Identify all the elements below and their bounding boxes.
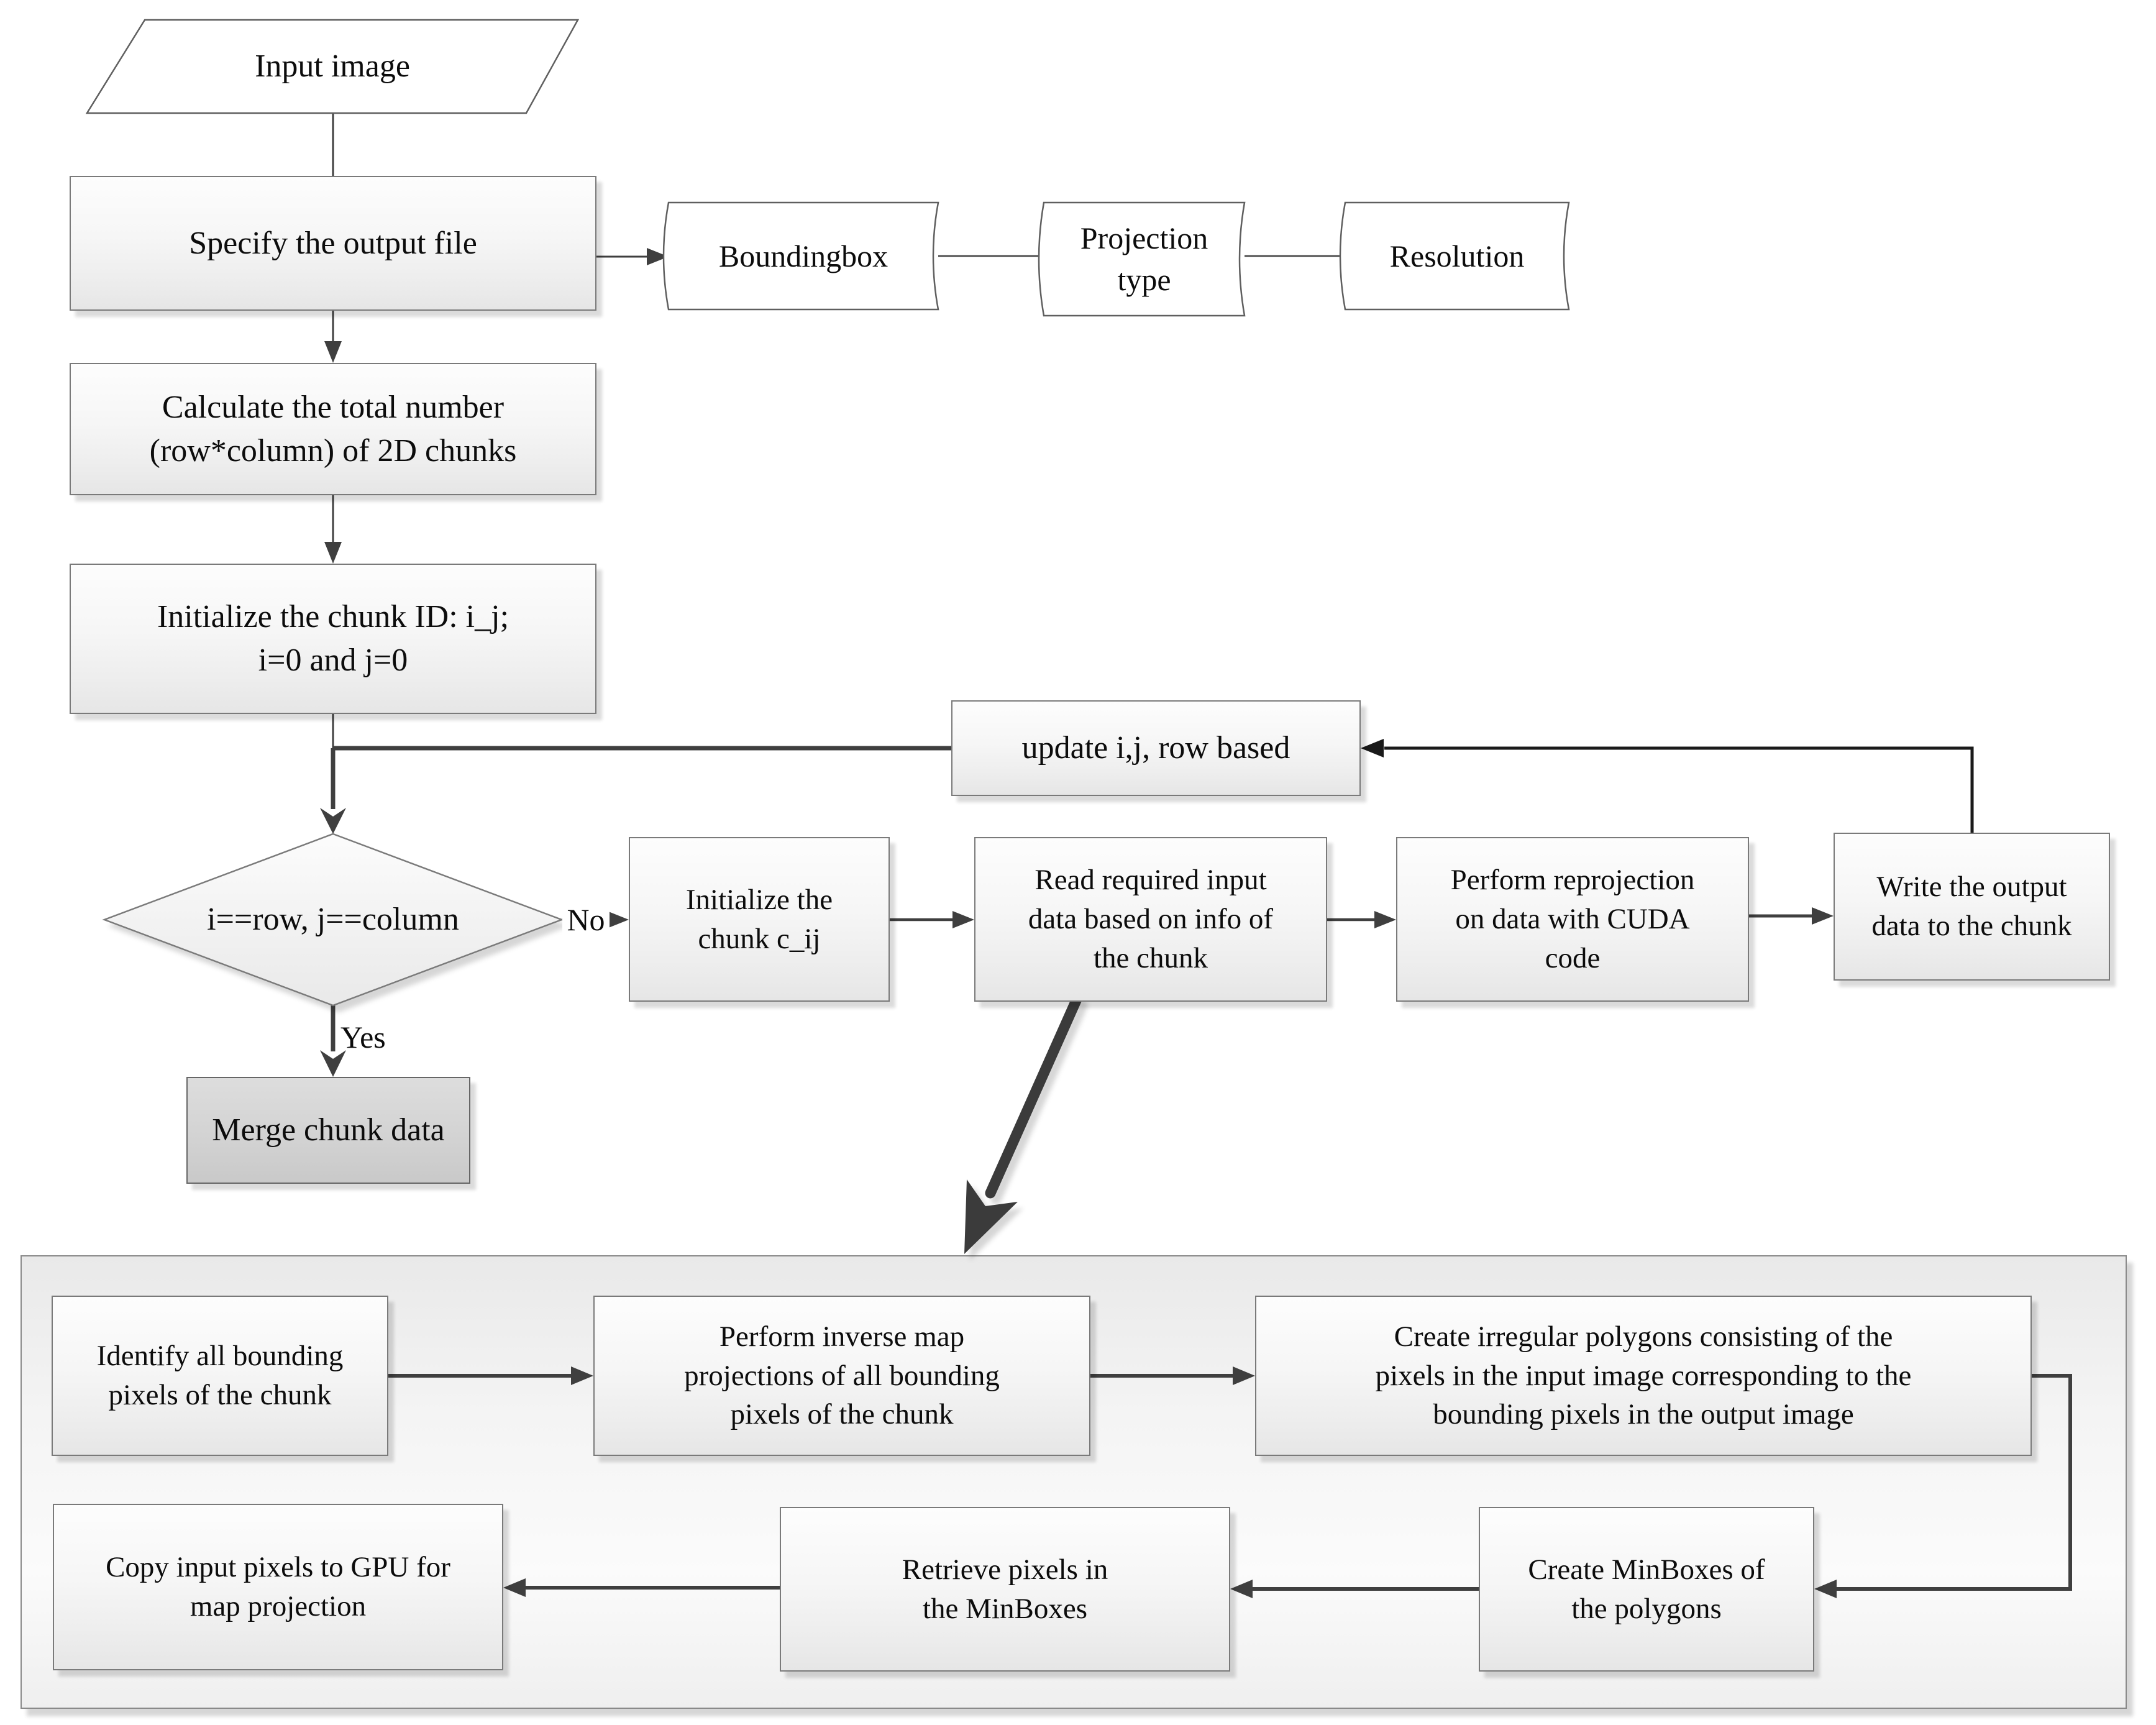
flow-connectors (331, 113, 2072, 1591)
node-retrieve-pixels (780, 1507, 1230, 1672)
node-specify-output-file (70, 176, 596, 311)
resolution-card-shape (1339, 201, 1570, 311)
node-write-output-data (1834, 833, 2110, 981)
node-update-ij (951, 700, 1361, 796)
input-image-parallelogram (85, 19, 580, 114)
node-calculate-chunks (70, 363, 596, 495)
node-initialize-chunk-cij (629, 837, 890, 1002)
projection-type-card-shape (1038, 201, 1246, 317)
node-create-minboxes (1479, 1507, 1814, 1672)
node-merge-chunk-data (186, 1077, 470, 1184)
decision-diamond-shape (102, 833, 564, 1007)
node-copy-pixels-to-gpu (53, 1504, 503, 1670)
boundingbox-card-shape (662, 201, 939, 311)
feedback-arrowhead (1361, 739, 1384, 757)
node-perform-reprojection (1396, 837, 1749, 1002)
expand-detail-arrow (964, 994, 1082, 1254)
node-initialize-chunk-id (70, 564, 596, 714)
arrowheads (320, 181, 1837, 1598)
node-read-input-data (974, 837, 1327, 1002)
node-inverse-map-projections (593, 1296, 1090, 1456)
node-create-irregular-polygons (1255, 1296, 2032, 1456)
feedback-connector (1384, 746, 1974, 833)
node-identify-bounding-pixels (52, 1296, 388, 1456)
